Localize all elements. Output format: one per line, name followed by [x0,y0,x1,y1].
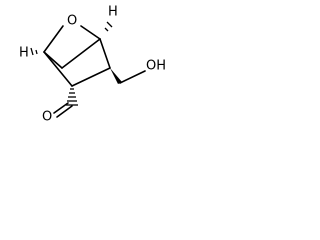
bond-ch2-oh [119,70,146,84]
bond-cho-o-2 [53,102,69,114]
bicyclic-ether-structure: O OH O H H [19,5,166,125]
bond-c6-c5 [61,38,101,69]
bond-o-c4 [80,25,101,40]
hashed-bond-c2-cho [66,88,78,106]
wedge-bond-c3-ch2 [110,68,122,84]
hashed-bond-c4-h [104,21,113,32]
bond-c2-c1 [43,51,73,87]
atom-hydroxyl: OH [146,59,166,74]
atom-hydrogen-top: H [108,5,118,20]
bond-c4-c3 [99,38,111,69]
atom-hydrogen-left: H [19,46,29,61]
bond-c3-c2 [71,67,111,87]
bond-cho-o-1 [56,105,73,118]
bond-c1-o [43,25,64,53]
atom-ring-oxygen: O [67,14,77,29]
atom-carbonyl-oxygen: O [42,110,52,125]
hashed-bond-c1-h [30,47,38,56]
bond-c1-c6 [43,51,63,69]
